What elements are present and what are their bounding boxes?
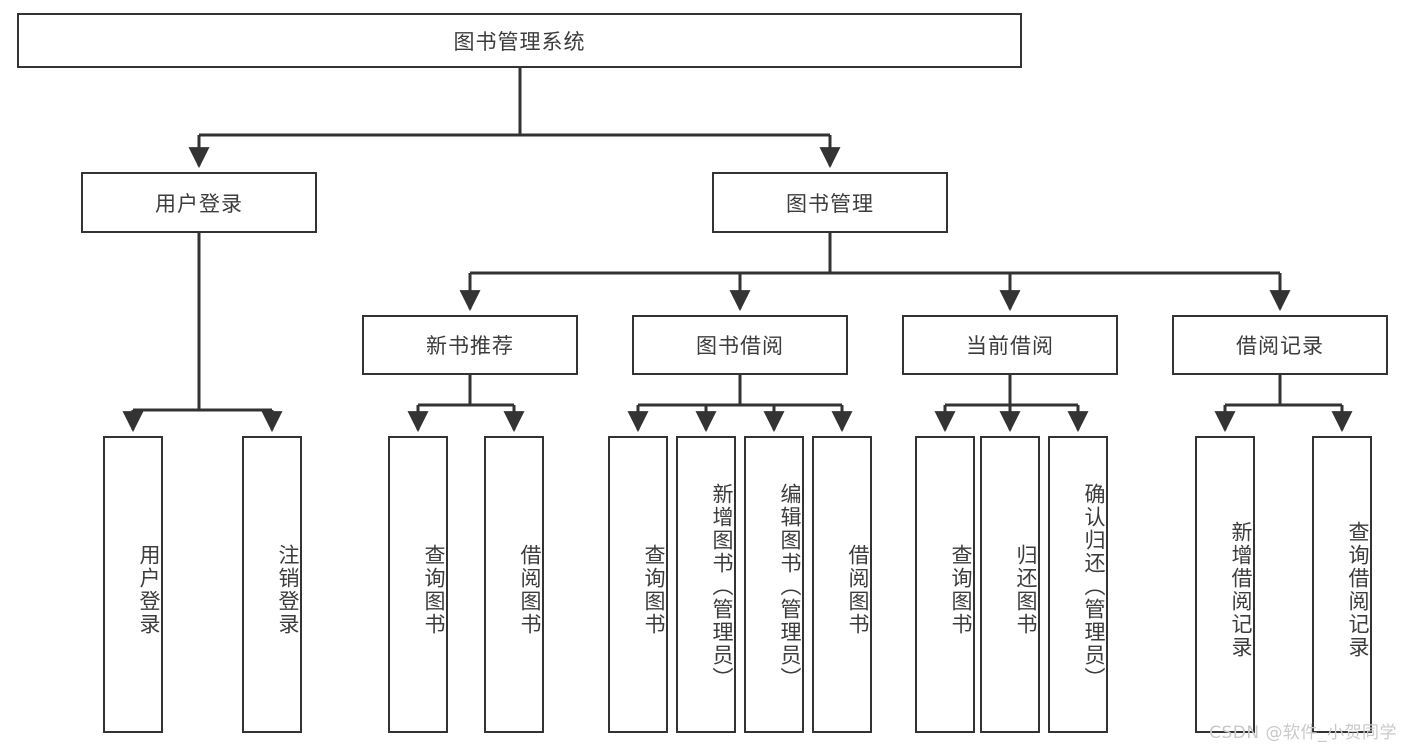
node-new-book-recommend-label: 新书推荐 — [426, 334, 514, 358]
node-borrow-record[interactable]: 借阅记录 — [1172, 315, 1388, 375]
leaf-edit-book-admin-label: 编辑图书（管理员） — [778, 483, 802, 690]
leaf-add-borrow-record-label: 新增借阅记录 — [1229, 520, 1253, 659]
leaf-logout-label: 注销登录 — [276, 543, 300, 636]
leaf-confirm-return-admin[interactable]: 确认归还（管理员） — [1048, 436, 1108, 733]
leaf-borrow-book-recommend-label: 借阅图书 — [518, 543, 542, 636]
node-root[interactable]: 图书管理系统 — [17, 13, 1022, 68]
leaf-add-book-admin-label: 新增图书（管理员） — [710, 483, 734, 690]
watermark: CSDN @软件_小贺同学 — [1209, 723, 1397, 743]
leaf-query-book-borrow[interactable]: 查询图书 — [608, 436, 668, 733]
leaf-user-login[interactable]: 用户登录 — [103, 436, 163, 733]
leaf-add-book-admin[interactable]: 新增图书（管理员） — [676, 436, 736, 733]
leaf-return-book[interactable]: 归还图书 — [980, 436, 1040, 733]
leaf-logout[interactable]: 注销登录 — [242, 436, 302, 733]
node-book-management-label: 图书管理 — [786, 191, 874, 216]
leaf-query-book-current-label: 查询图书 — [949, 543, 973, 636]
node-current-borrow[interactable]: 当前借阅 — [902, 315, 1118, 375]
leaf-confirm-return-admin-label: 确认归还（管理员） — [1082, 483, 1106, 690]
leaf-return-book-label: 归还图书 — [1014, 543, 1038, 636]
leaf-user-login-label: 用户登录 — [137, 543, 161, 636]
leaf-query-book-recommend-label: 查询图书 — [422, 543, 446, 636]
node-current-borrow-label: 当前借阅 — [966, 334, 1054, 358]
leaf-query-book-current[interactable]: 查询图书 — [915, 436, 975, 733]
node-new-book-recommend[interactable]: 新书推荐 — [362, 315, 578, 375]
node-book-borrow-label: 图书借阅 — [696, 334, 784, 358]
leaf-edit-book-admin[interactable]: 编辑图书（管理员） — [744, 436, 804, 733]
leaf-query-book-recommend[interactable]: 查询图书 — [388, 436, 448, 733]
leaf-query-book-borrow-label: 查询图书 — [642, 543, 666, 636]
leaf-add-borrow-record[interactable]: 新增借阅记录 — [1195, 436, 1255, 733]
leaf-query-borrow-record[interactable]: 查询借阅记录 — [1312, 436, 1372, 733]
leaf-query-borrow-record-label: 查询借阅记录 — [1346, 520, 1370, 659]
leaf-borrow-book-recommend[interactable]: 借阅图书 — [484, 436, 544, 733]
node-book-borrow[interactable]: 图书借阅 — [632, 315, 848, 375]
leaf-borrow-book[interactable]: 借阅图书 — [812, 436, 872, 733]
node-user-login-label: 用户登录 — [155, 191, 243, 216]
node-user-login[interactable]: 用户登录 — [81, 172, 317, 233]
leaf-borrow-book-label: 借阅图书 — [846, 543, 870, 636]
node-book-management[interactable]: 图书管理 — [712, 172, 948, 233]
node-root-label: 图书管理系统 — [453, 29, 586, 54]
node-borrow-record-label: 借阅记录 — [1236, 334, 1324, 358]
